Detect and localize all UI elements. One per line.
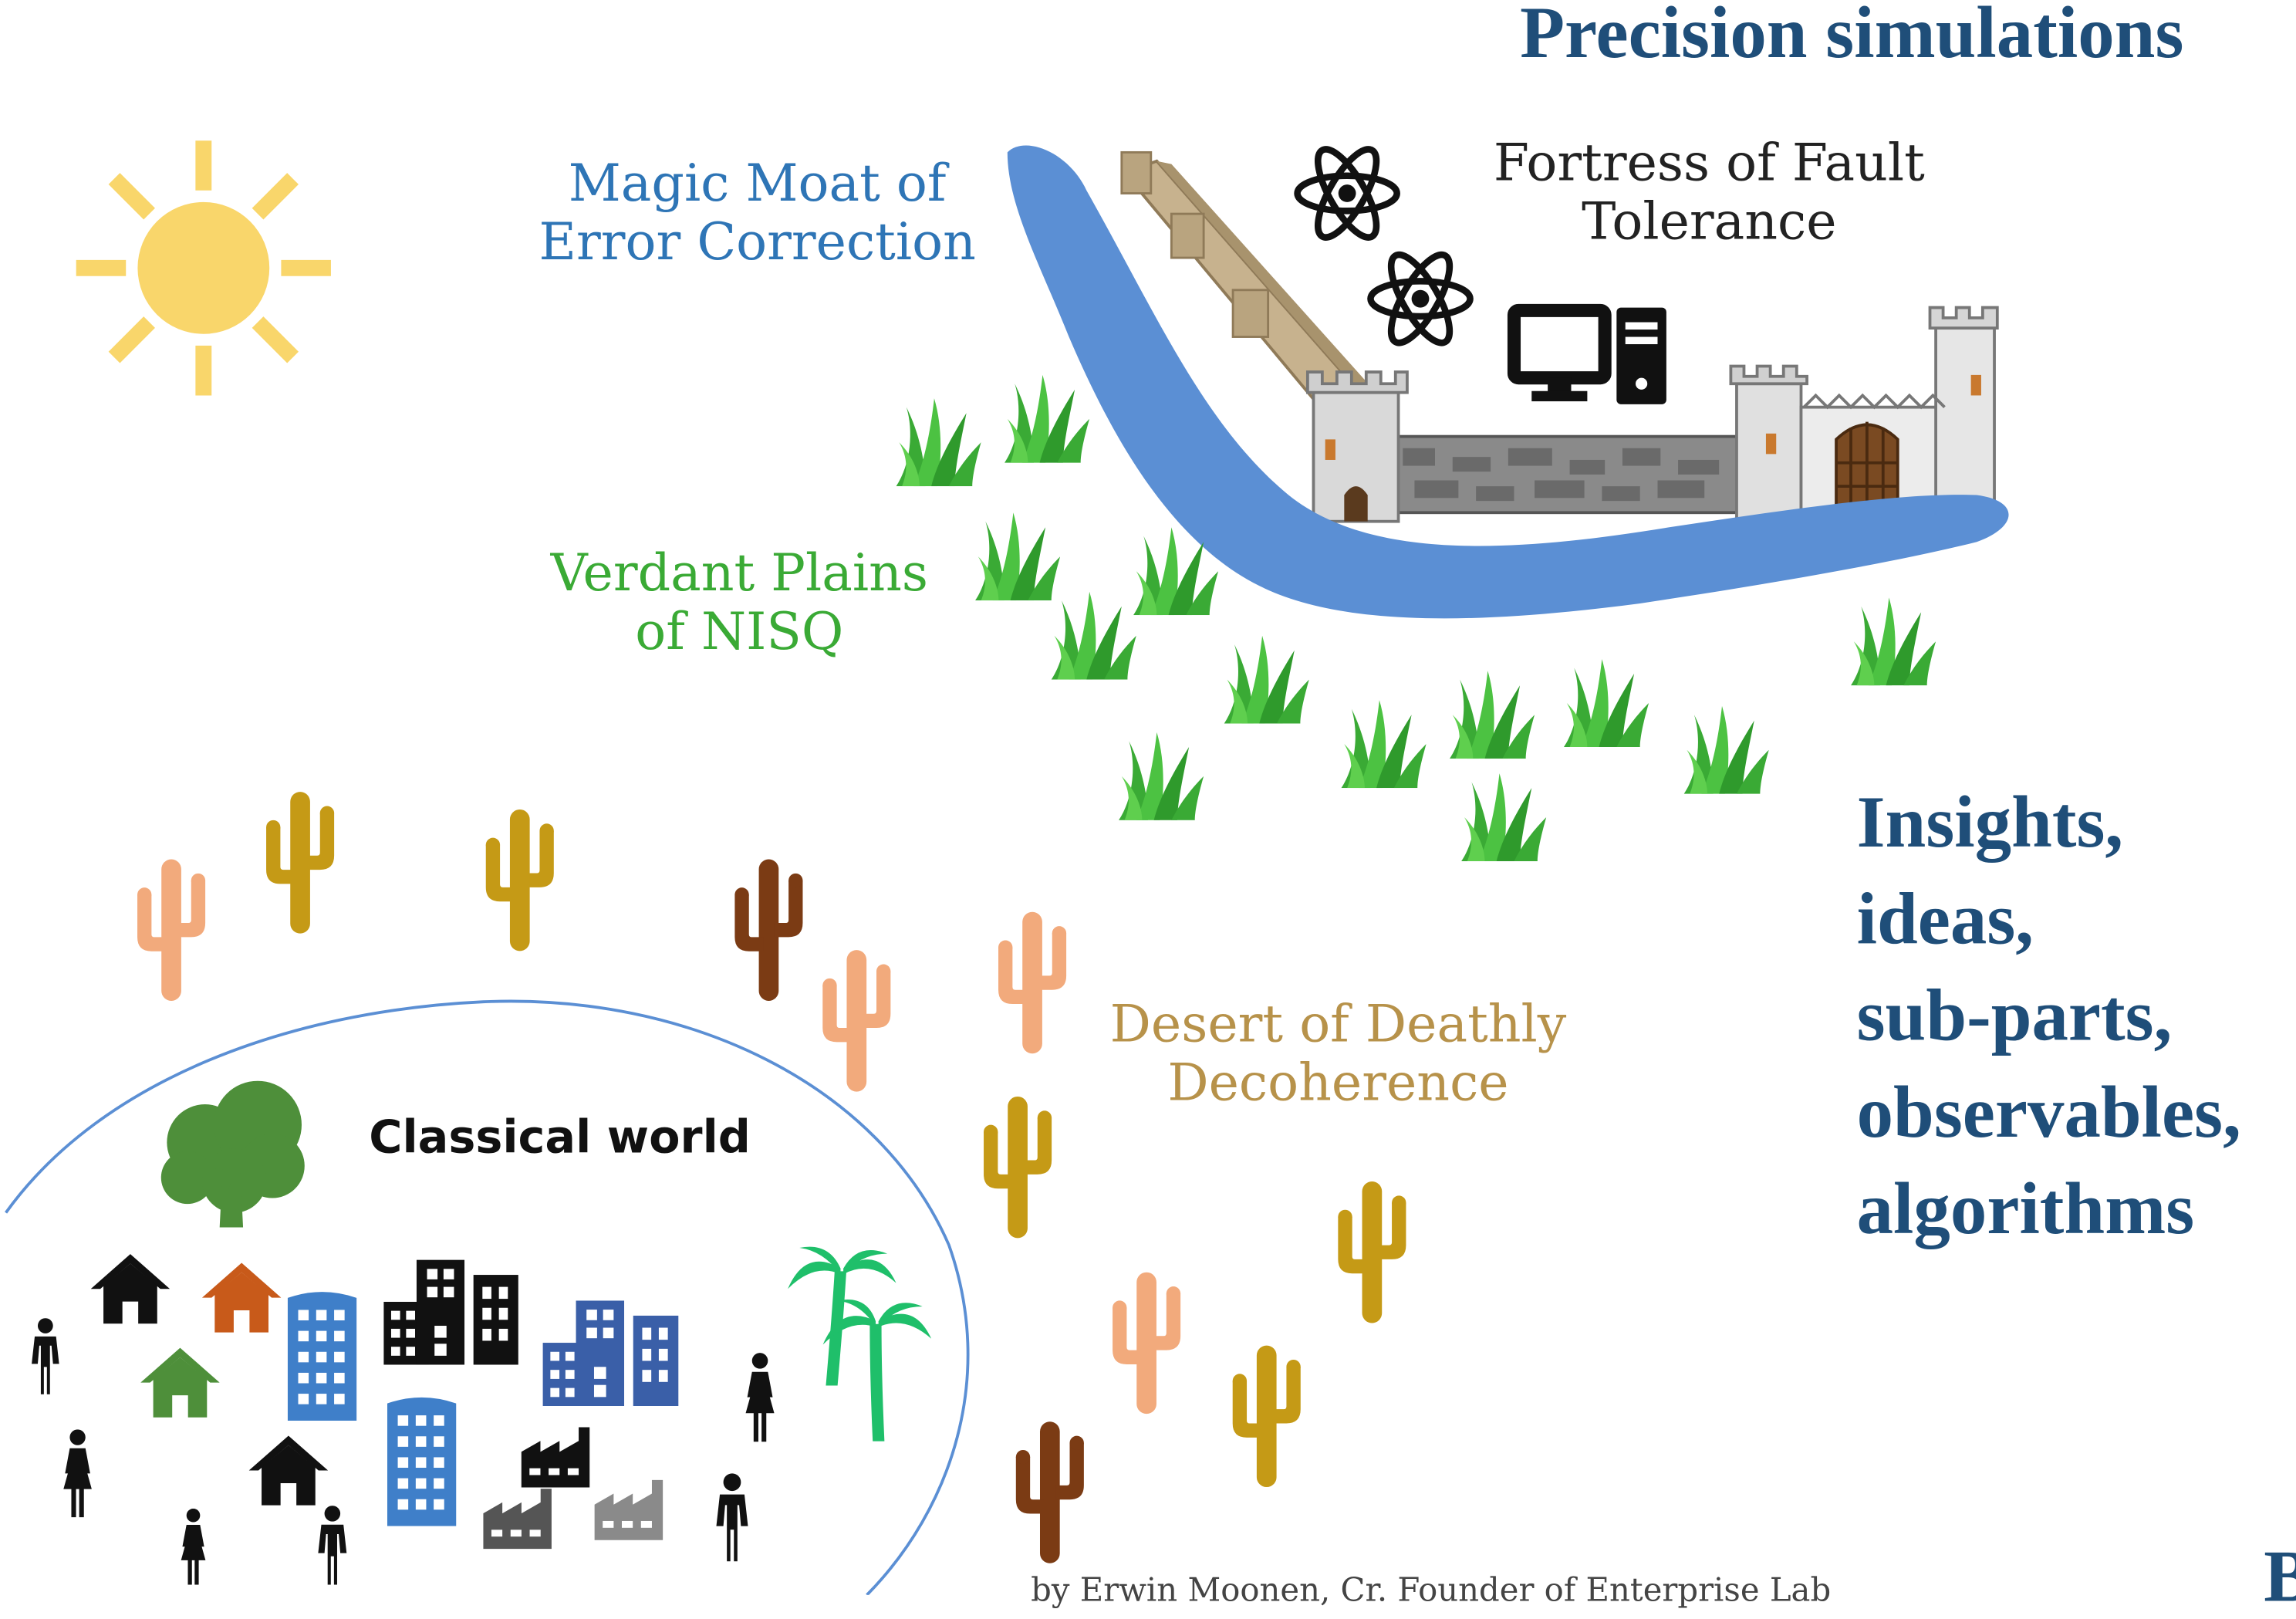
grass-icon: [1051, 591, 1136, 680]
house-icon: [140, 1347, 220, 1418]
grass-icon: [1564, 659, 1649, 747]
grass-icon: [1004, 374, 1090, 463]
cactus-icon: [1015, 1421, 1084, 1563]
cactus-field: [137, 792, 1406, 1563]
nisq-label: Verdant Plains of NISQ: [551, 545, 928, 663]
person-icon: [318, 1506, 347, 1585]
building-icon: [383, 1259, 518, 1365]
insights-list: Insights, ideas, sub-parts, observables,…: [1857, 773, 2241, 1256]
nisq-label-line-2: of NISQ: [635, 603, 844, 663]
cactus-icon: [1232, 1345, 1301, 1488]
building-icon: [387, 1397, 457, 1526]
grass-icon: [1683, 705, 1769, 794]
nisq-label-line-1: Verdant Plains: [550, 545, 928, 603]
atom-icon: [1370, 247, 1470, 351]
cactus-icon: [998, 911, 1067, 1054]
classical-world-boundary: [5, 999, 970, 1595]
cactus-icon: [822, 950, 891, 1092]
grass-icon: [1224, 635, 1309, 724]
classical-world-label: Classical world: [369, 1111, 751, 1164]
factory-icon: [521, 1427, 590, 1488]
cactus-icon: [984, 1096, 1052, 1239]
computer-icon: [1507, 303, 1666, 404]
sun-icon: [76, 140, 331, 396]
person-icon: [63, 1429, 92, 1518]
castle-icon: [1120, 150, 1999, 523]
moat-label-line-2: Error Correction: [539, 214, 976, 273]
cactus-icon: [137, 859, 206, 1001]
building-icon: [287, 1292, 357, 1421]
grass-icon: [1449, 671, 1535, 759]
fortress-label-line-1: Fortress of Fault: [1493, 134, 1925, 194]
insights-item: ideas,: [1856, 877, 2034, 960]
moat-river: [1007, 145, 2009, 619]
cactus-icon: [1113, 1272, 1181, 1415]
page-title: Precision simulations: [1520, 0, 2184, 73]
grass-icon: [1461, 773, 1547, 861]
person-icon: [716, 1473, 748, 1562]
house-icon: [248, 1435, 329, 1506]
building-icon: [542, 1300, 679, 1407]
palm-tree-icon: [788, 1246, 932, 1442]
person-icon: [32, 1318, 59, 1394]
moat-label-line-1: Magic Moat of: [568, 155, 947, 215]
house-icon: [90, 1254, 171, 1324]
cactus-icon: [485, 809, 554, 951]
person-icon: [181, 1508, 206, 1585]
grass-icon: [896, 398, 981, 487]
grass-icon: [1851, 597, 1936, 686]
fortress-label: Fortress of Fault Tolerance: [1494, 135, 1925, 253]
grass-icon: [1341, 700, 1427, 789]
house-icon: [201, 1262, 282, 1333]
desert-label: Desert of Deathly Decoherence: [1110, 996, 1567, 1114]
desert-label-line-1: Desert of Deathly: [1109, 995, 1567, 1055]
factory-icon: [594, 1479, 663, 1540]
cactus-icon: [266, 792, 335, 934]
tree-icon: [160, 1080, 305, 1228]
desert-label-line-2: Decoherence: [1167, 1055, 1509, 1114]
insights-item: Insights,: [1856, 780, 2124, 863]
cut-off-letter: B: [2264, 1535, 2296, 1619]
image-credit: by Erwin Moonen, Cr. Founder of Enterpri…: [1031, 1573, 1832, 1610]
moat-label: Magic Moat of Error Correction: [539, 155, 975, 273]
person-icon: [745, 1353, 775, 1442]
fortress-label-line-2: Tolerance: [1582, 194, 1837, 252]
cactus-icon: [1338, 1181, 1406, 1323]
cactus-icon: [734, 859, 803, 1001]
factory-icon: [483, 1489, 552, 1550]
insights-item: observables,: [1856, 1070, 2241, 1153]
grass-icon: [975, 512, 1061, 601]
grass-icon: [1119, 732, 1204, 820]
insights-item: sub-parts,: [1856, 974, 2173, 1056]
atom-icon: [1298, 141, 1397, 245]
insights-item: algorithms: [1856, 1167, 2195, 1249]
